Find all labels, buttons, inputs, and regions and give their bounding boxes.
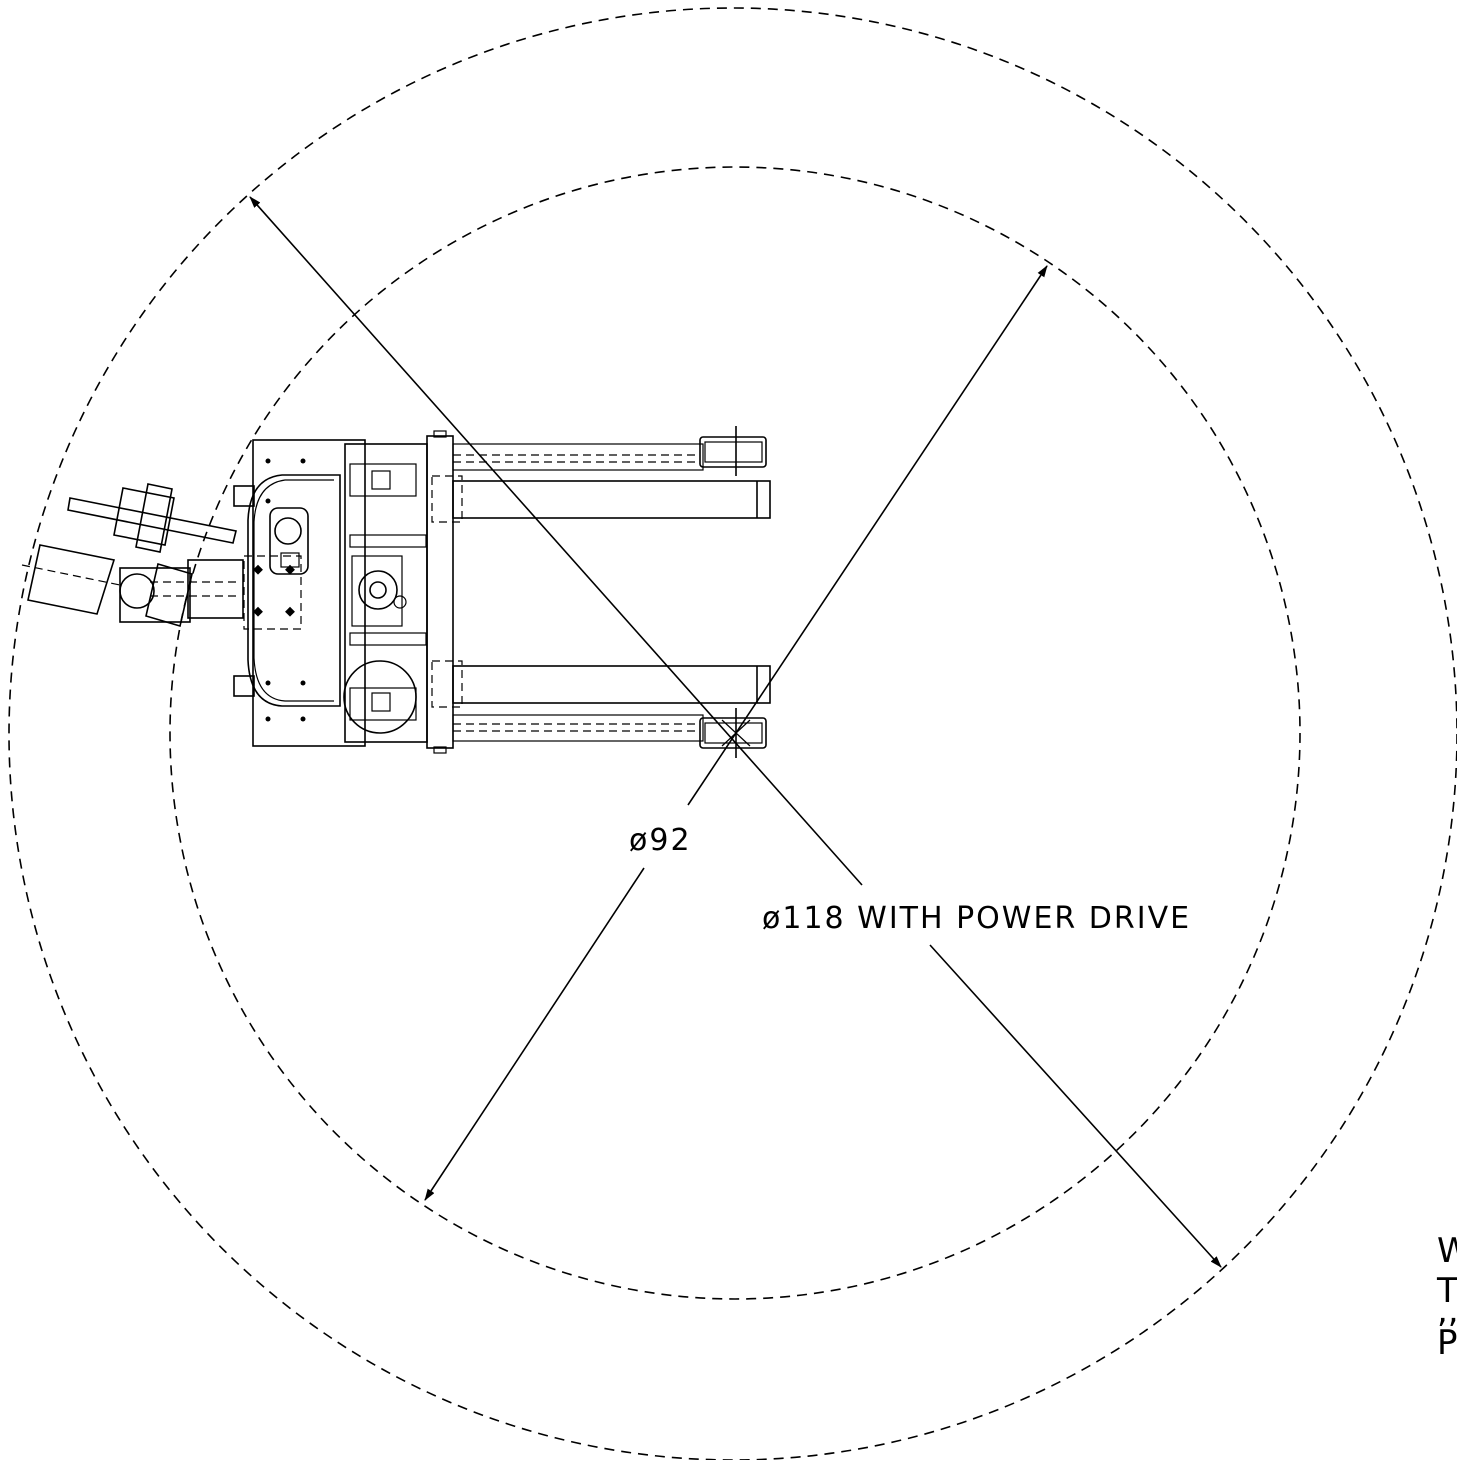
edge-text-line-2: T	[1436, 1271, 1457, 1311]
lower-fork	[452, 665, 771, 758]
pallet-truck-top-view	[21, 426, 771, 758]
outer-diameter-dimension-line	[249, 196, 1222, 1268]
edge-text-line-3: ,,	[1437, 1291, 1457, 1331]
upper-fork	[452, 426, 771, 519]
inner-diameter-label: ø92	[629, 823, 692, 858]
chassis-bolts	[253, 458, 306, 722]
cross-beam	[426, 430, 463, 754]
drive-compartment	[343, 443, 428, 743]
inner-turning-circle	[169, 166, 1301, 1300]
outer-diameter-label: ø118 WITH POWER DRIVE	[762, 901, 1191, 936]
chassis-body	[233, 439, 366, 747]
inner-diameter-dimension-line	[424, 265, 1048, 1201]
tiller-handle	[21, 483, 244, 628]
edge-text-line-4: P	[1437, 1323, 1457, 1363]
edge-text-line-1: W	[1437, 1231, 1457, 1271]
outer-turning-circle	[8, 7, 1457, 1460]
